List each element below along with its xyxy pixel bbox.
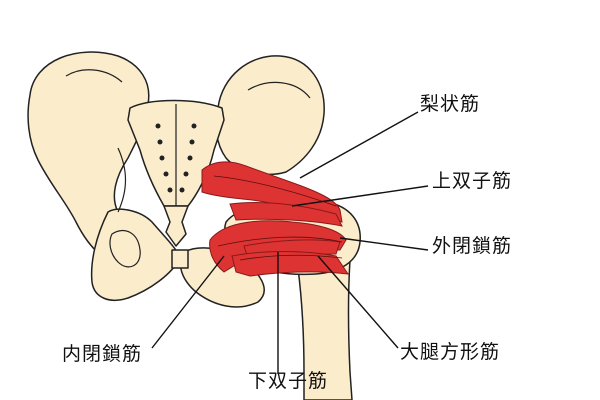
label-obturator-internus: 内閉鎖筋	[62, 343, 143, 365]
left-ilium-contour	[65, 69, 123, 83]
sacral-foramina	[155, 123, 197, 193]
leader-obturator-externus	[339, 237, 429, 251]
leader-obturator-internus	[151, 255, 225, 349]
label-piriformis: 梨状筋	[420, 93, 481, 115]
leader-superior-gemellus	[291, 185, 429, 207]
right-ilium-contour	[247, 81, 311, 99]
label-superior-gemellus: 上双子筋	[432, 170, 513, 192]
coccyx	[163, 205, 189, 247]
femur-shaft	[297, 259, 353, 400]
leader-piriformis	[299, 111, 419, 179]
superior-gemellus-muscle	[229, 201, 343, 227]
label-obturator-externus: 外閉鎖筋	[432, 235, 513, 257]
pubic-symphysis	[171, 249, 189, 269]
right-ilium	[215, 55, 325, 176]
label-inferior-gemellus: 下双子筋	[248, 370, 329, 392]
label-quadratus-femoris: 大腿方形筋	[400, 341, 501, 363]
left-pubis	[90, 208, 181, 302]
obturator-foramen	[109, 229, 141, 268]
left-sciatic-notch	[117, 147, 127, 213]
leader-quadratus-femoris	[317, 255, 399, 349]
